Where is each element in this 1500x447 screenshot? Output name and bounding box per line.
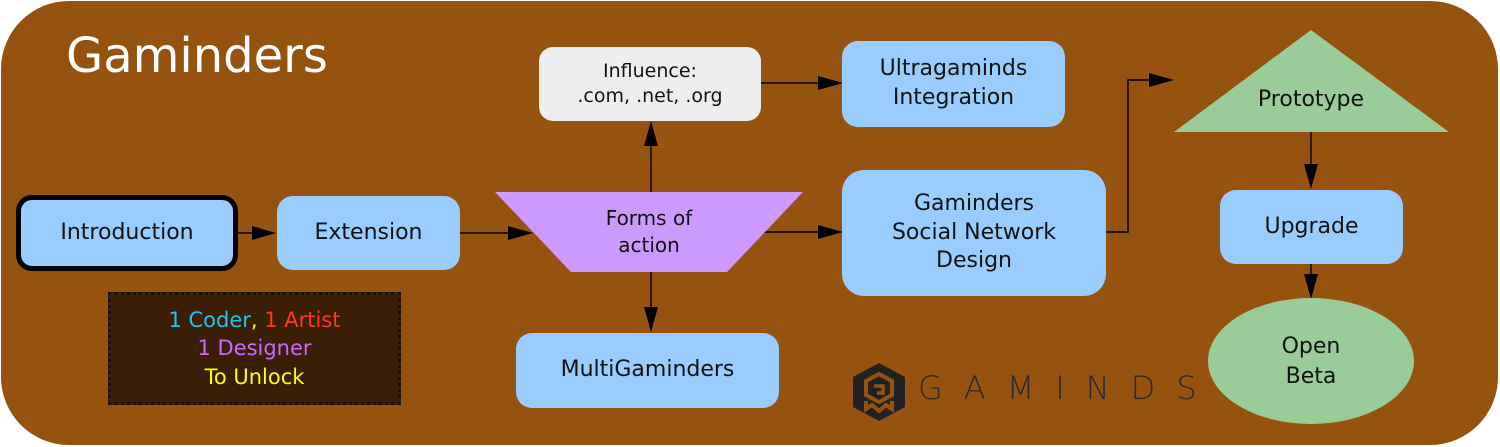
node-social-line-1: Gaminders bbox=[913, 191, 1035, 217]
arrowhead bbox=[818, 225, 843, 239]
arrowhead bbox=[1304, 164, 1318, 189]
coder-requirement: 1 Coder bbox=[168, 307, 251, 332]
node-ultragaminds-line-2: Integration bbox=[892, 85, 1015, 110]
arrowhead bbox=[1304, 274, 1318, 299]
gaminds-logo-icon bbox=[853, 363, 905, 421]
node-social-network[interactable]: Gaminders Social Network Design bbox=[842, 170, 1106, 296]
open-beta-shape bbox=[1208, 298, 1414, 424]
arrowhead bbox=[644, 121, 658, 146]
node-open-beta-line-2: Beta bbox=[1285, 364, 1337, 389]
node-forms-line-2: action bbox=[618, 233, 680, 257]
designer-requirement: 1 Designer bbox=[197, 336, 312, 361]
node-social-line-3: Design bbox=[936, 248, 1012, 274]
unlock-requirements-box: 1 Coder, 1 Artist 1 Designer To Unlock bbox=[108, 292, 401, 405]
node-introduction-label: Introduction bbox=[60, 219, 194, 245]
prototype-shape bbox=[1174, 30, 1449, 132]
node-influence[interactable]: Influence: .com, .net, .org bbox=[539, 47, 761, 121]
forms-of-action-shape bbox=[495, 192, 803, 272]
node-forms-of-action[interactable]: Forms of action bbox=[571, 196, 727, 268]
edge-social-prototype bbox=[1105, 79, 1155, 233]
gaminds-logo-text: GAMINDS bbox=[918, 369, 1218, 407]
node-upgrade-label: Upgrade bbox=[1264, 213, 1359, 239]
arrowhead bbox=[252, 226, 276, 240]
artist-requirement: 1 Artist bbox=[264, 307, 341, 332]
arrowhead bbox=[818, 76, 843, 90]
node-extension[interactable]: Extension bbox=[277, 196, 460, 270]
to-unlock-label: To Unlock bbox=[204, 364, 305, 389]
node-extension-label: Extension bbox=[314, 219, 423, 245]
node-open-beta[interactable]: Open Beta bbox=[1230, 320, 1392, 404]
node-prototype[interactable]: Prototype bbox=[1224, 80, 1398, 120]
diagram-title: Gaminders bbox=[66, 28, 328, 84]
arrowhead bbox=[1149, 73, 1174, 87]
node-ultragaminds-line-1: Ultragaminds bbox=[879, 56, 1028, 82]
node-influence-line-1: Influence: bbox=[603, 60, 697, 83]
node-ultragaminds[interactable]: Ultragaminds Integration bbox=[842, 41, 1065, 127]
node-open-beta-line-1: Open bbox=[1281, 334, 1341, 360]
node-prototype-label: Prototype bbox=[1257, 87, 1365, 113]
node-forms-line-1: Forms of bbox=[605, 206, 693, 230]
node-social-line-2: Social Network bbox=[891, 219, 1057, 245]
unlock-line-1: 1 Coder, 1 Artist bbox=[168, 306, 340, 334]
arrowhead bbox=[644, 307, 658, 332]
node-introduction[interactable]: Introduction bbox=[16, 195, 238, 271]
node-multigaminders[interactable]: MultiGaminders bbox=[516, 333, 779, 408]
node-multigaminders-label: MultiGaminders bbox=[560, 357, 735, 383]
node-influence-line-2: .com, .net, .org bbox=[577, 85, 723, 107]
comma: , bbox=[250, 307, 258, 332]
arrowhead bbox=[508, 226, 533, 240]
node-upgrade[interactable]: Upgrade bbox=[1220, 190, 1403, 264]
